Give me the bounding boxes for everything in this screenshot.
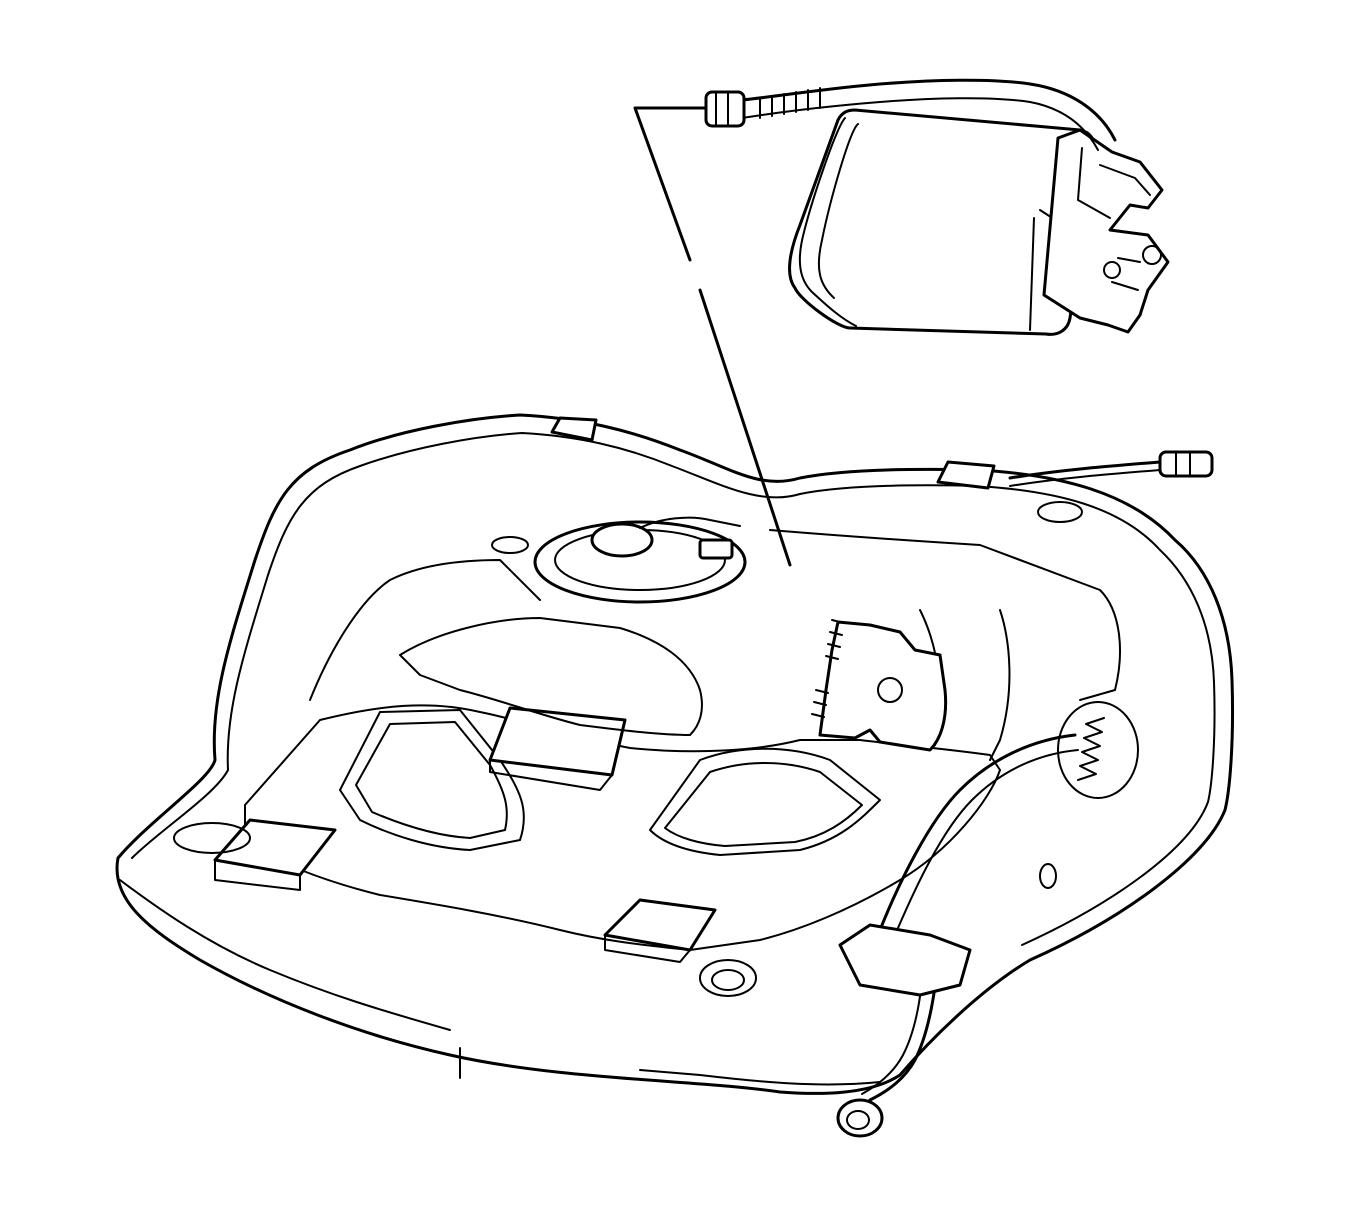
vent-line — [1008, 450, 1214, 487]
evap-canister-body-edge — [798, 117, 857, 327]
fuel-tank-port-bottom — [699, 959, 757, 997]
fill-hose-clamp — [838, 923, 972, 997]
evap-canister — [704, 78, 1170, 336]
vent-line-tube — [1008, 460, 1162, 480]
vent-line-connector-ribs — [1175, 451, 1191, 477]
heat-shield-plate — [818, 620, 948, 752]
fuel-pump-module — [533, 516, 747, 604]
fuel-tank-u-channel-inner — [664, 762, 863, 847]
heat-shield-hole — [877, 677, 903, 703]
canister-hose-edge — [741, 97, 1099, 151]
vent-line-tube-edge — [1009, 469, 1161, 487]
fuel-tank-strap-pad-left-side — [214, 859, 301, 891]
fuel-pump-outlet — [639, 516, 741, 529]
canister-hose-corrugation — [759, 87, 821, 119]
fuel-tank-filler-boss — [1057, 701, 1139, 799]
fuel-tank-bottom-lip — [119, 879, 881, 1086]
evap-canister-end-cap — [1042, 128, 1170, 334]
canister-hose-connector-ribs — [715, 91, 729, 127]
fuel-pump-cap — [590, 522, 654, 558]
fuel-tank-strap-pad-center-side — [489, 759, 613, 791]
fuel-tank-rib-d — [989, 609, 1011, 761]
fuel-tank-rib-a — [399, 617, 703, 736]
heat-shield-ribs — [811, 619, 845, 718]
fuel-tank-port-bottom-inner — [711, 969, 745, 991]
fill-hose-end-fitting-inner — [846, 1110, 870, 1130]
fuel-tank-dimple-1 — [491, 536, 529, 554]
fuel-tank-outline — [115, 413, 1235, 1095]
fuel-tank-rib-b — [309, 559, 541, 701]
fill-hose-tube-b — [878, 733, 1077, 932]
fuel-tank-top-tab-right — [936, 460, 996, 490]
fuel-tank-dimple-2 — [1037, 501, 1083, 523]
evap-canister-body-crease — [817, 123, 859, 299]
fuel-tank-small-hole — [1039, 863, 1057, 889]
callout-leader-line — [633, 106, 792, 567]
fill-hose — [836, 733, 1079, 1138]
vent-line-connector — [1158, 450, 1214, 478]
fuel-tank-top-tab-left — [550, 416, 598, 442]
fuel-pump-connector — [698, 538, 734, 560]
canister-hose-connector — [704, 90, 746, 128]
fuel-tank-rib-c — [769, 529, 1121, 701]
fill-hose-tube-b-edge — [894, 749, 1079, 936]
evap-canister-port — [1103, 261, 1121, 279]
fuel-tank-spring-clip — [1077, 717, 1105, 781]
evap-canister-end-cap-detail — [1077, 147, 1151, 291]
fuel-tank-strap-pad-bottom-side — [604, 934, 691, 963]
heat-shield — [811, 619, 948, 752]
fuel-tank-drain-hole — [173, 822, 251, 854]
fill-hose-end-fitting — [836, 1098, 884, 1138]
fuel-tank-strap-pad-center — [488, 706, 627, 777]
fuel-pump-lock-ring — [533, 520, 747, 604]
fuel-tank-rim — [131, 432, 1216, 946]
fuel-tank-u-channel — [649, 747, 881, 856]
canister-hose — [740, 78, 1117, 142]
fuel-tank-trough — [339, 709, 525, 851]
fuel-tank — [115, 413, 1235, 1095]
fuel-tank-strap-pad-bottom — [603, 898, 717, 952]
evap-canister-mount-hole — [1142, 245, 1162, 265]
fuel-tank-strap-pad-left — [213, 818, 337, 877]
